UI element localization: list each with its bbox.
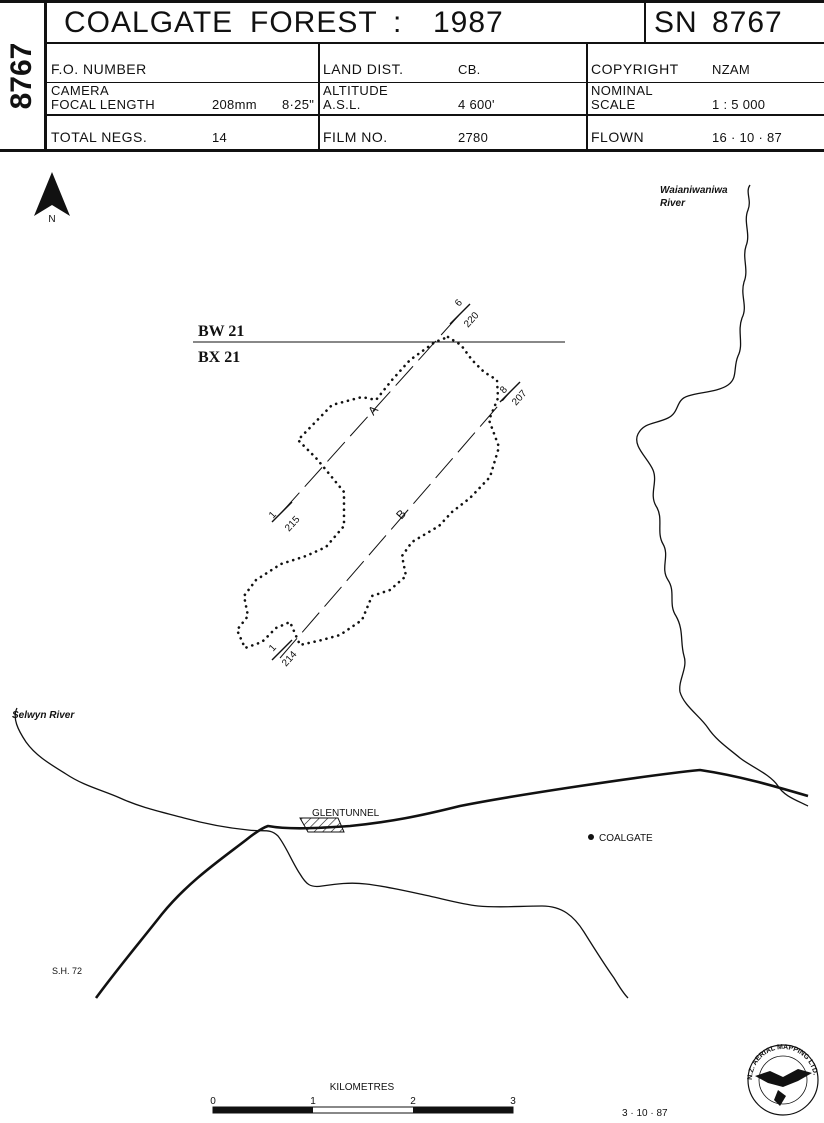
land-dist-value: CB. <box>458 62 481 77</box>
scale-bar: KILOMETRES 0 1 2 3 <box>210 1082 516 1114</box>
run-a-end-photo: 6 <box>453 297 465 309</box>
fo-number-label: F.O. NUMBER <box>51 61 147 77</box>
camera-label: CAMERA <box>51 83 110 98</box>
header-divider <box>44 82 824 83</box>
glentunnel-label: GLENTUNNEL <box>312 808 380 819</box>
waianiwaniwa-label-1: Waianiwaniwa <box>660 185 728 196</box>
scale-tick-1: 1 <box>310 1096 316 1107</box>
asl-label: A.S.L. <box>323 97 361 112</box>
scale-bar-segment-1 <box>213 1107 313 1113</box>
glentunnel-settlement-icon <box>299 817 345 833</box>
coalgate-dot-icon <box>588 834 594 840</box>
coalgate-label: COALGATE <box>599 833 653 844</box>
scale-value: 1 : 5 000 <box>712 97 766 112</box>
scale-label: SCALE <box>591 97 636 112</box>
run-a-start-neg: 215 <box>283 514 303 534</box>
run-a-start-photo: 1 <box>267 509 279 521</box>
scale-tick-2: 2 <box>410 1096 416 1107</box>
run-b-start-photo: 1 <box>267 642 279 654</box>
header-divider <box>44 114 824 116</box>
focal-length-label: FOCAL LENGTH <box>51 97 156 112</box>
copyright-label: COPYRIGHT <box>591 61 679 77</box>
selwyn-river-label: Selwyn River <box>12 710 75 721</box>
altitude-value: 4 600' <box>458 97 495 112</box>
north-arrow-icon: N <box>34 172 70 225</box>
run-a-start-tick <box>271 501 293 523</box>
state-highway-72 <box>94 768 809 999</box>
sheet-tab-number: 8767 <box>5 42 38 110</box>
header-divider <box>44 42 824 44</box>
run-b-end-neg: 207 <box>510 388 530 408</box>
sheet-year: 1987 <box>433 6 504 39</box>
run-b-start-neg: 214 <box>280 649 300 669</box>
header-divider <box>318 42 320 152</box>
run-b-end-tick <box>499 381 521 403</box>
nominal-label: NOMINAL <box>591 83 654 98</box>
header-border <box>0 149 824 152</box>
sn-number: 8767 <box>712 6 783 39</box>
total-negs-value: 14 <box>212 130 228 145</box>
selwyn-river <box>14 707 629 999</box>
scale-tick-0: 0 <box>210 1096 216 1107</box>
forest-boundary <box>235 335 501 650</box>
scale-bar-segment-3 <box>413 1107 513 1113</box>
run-b-label: B <box>393 507 409 522</box>
footer-date: 3 · 10 · 87 <box>622 1108 668 1119</box>
flight-run-a: A 6 220 1 215 <box>267 297 482 534</box>
waianiwaniwa-label-2: River <box>660 198 686 209</box>
run-b-line <box>279 391 511 659</box>
scale-bar-title: KILOMETRES <box>330 1082 395 1093</box>
sn-label: SN <box>654 6 698 39</box>
header-divider <box>644 0 646 44</box>
header-divider <box>44 0 47 152</box>
sheet-title-separator: : <box>393 6 403 39</box>
altitude-label: ALTITUDE <box>323 83 389 98</box>
copyright-value: NZAM <box>712 62 751 77</box>
sheet-title-forest: FOREST <box>250 6 378 39</box>
aerial-mapping-seal-logo: N.Z. AERIAL MAPPING LTD. <box>747 1044 819 1116</box>
north-label: N <box>48 214 55 225</box>
run-b-start-tick <box>271 639 293 661</box>
run-a-end-neg: 220 <box>462 310 482 330</box>
total-negs-label: TOTAL NEGS. <box>51 129 148 145</box>
run-a-line <box>281 313 461 513</box>
sheet-title: COALGATE <box>64 6 234 39</box>
flown-value: 16 · 10 · 87 <box>712 130 783 145</box>
scale-tick-3: 3 <box>510 1096 516 1107</box>
land-dist-label: LAND DIST. <box>323 61 404 77</box>
header-border <box>0 0 824 3</box>
sheet-header: 8767 COALGATE FOREST : 1987 SN 8767 F.O.… <box>0 0 824 152</box>
film-no-label: FILM NO. <box>323 129 388 145</box>
run-a-end-tick <box>449 303 471 325</box>
grid-label-lower: BX 21 <box>198 349 240 366</box>
focal-length-mm: 208mm <box>212 97 257 112</box>
waianiwaniwa-river <box>636 184 809 807</box>
highway-label: S.H. 72 <box>52 966 82 976</box>
film-no-value: 2780 <box>458 130 489 145</box>
header-divider <box>586 42 588 152</box>
flight-map: N BW 21 BX 21 A 6 220 1 215 B 8 207 1 <box>12 172 819 1119</box>
focal-length-in: 8·25" <box>282 97 315 112</box>
flight-run-b: B 8 207 1 214 <box>267 381 530 669</box>
grid-label-upper: BW 21 <box>198 323 244 340</box>
sheet-tab: 8767 <box>0 0 44 152</box>
flown-label: FLOWN <box>591 129 645 145</box>
run-b-end-photo: 8 <box>498 384 510 396</box>
